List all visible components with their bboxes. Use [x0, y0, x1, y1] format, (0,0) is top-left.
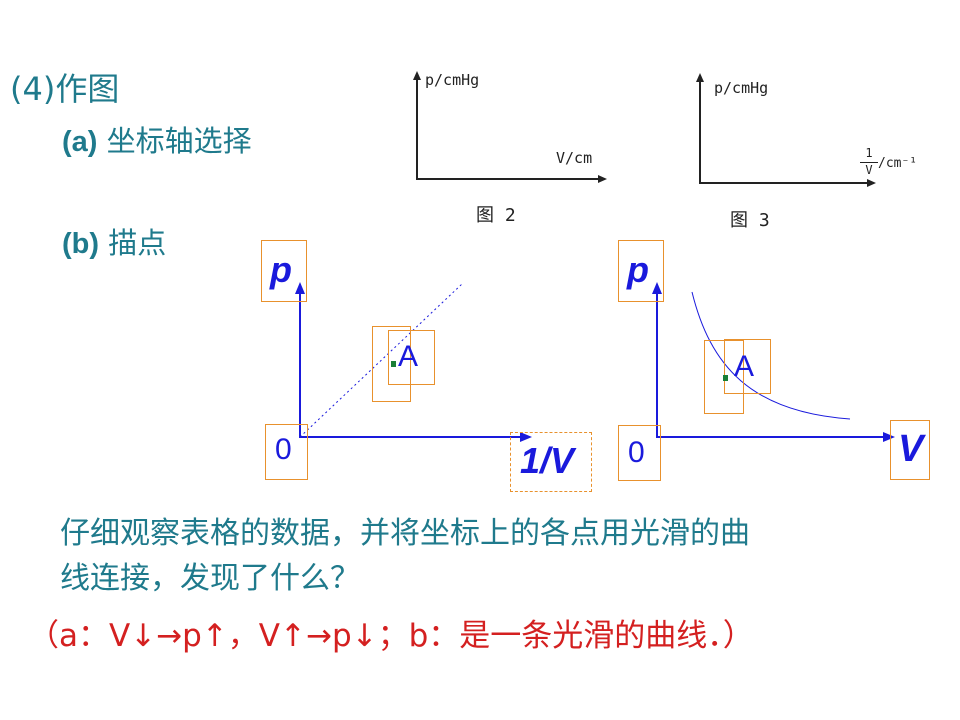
step-b-tag: (b): [62, 228, 100, 260]
right-origin-label: 0: [628, 436, 645, 469]
figure-3-xlabel-num: 1: [865, 146, 873, 160]
step-a: (a) 坐标轴选择: [62, 118, 252, 160]
plot-left-axes: [295, 282, 532, 442]
section-heading: (4)作图: [10, 70, 120, 108]
left-y-label-frame: [261, 240, 307, 302]
left-x-label-frame: [510, 432, 592, 492]
right-point-frame-inner: [724, 339, 771, 394]
right-x-label-frame: [890, 420, 930, 480]
figure-2-ylabel: p/cmHg: [425, 71, 480, 89]
left-point-frame-outer: [372, 326, 411, 402]
answer-text: （a：V↓→p↑，V↑→p↓；b：是一条光滑的曲线．）: [28, 618, 754, 654]
figure-3-xlabel-den: V: [865, 163, 873, 177]
left-origin-frame: [265, 424, 308, 480]
left-y-axis-label: p: [270, 249, 292, 290]
right-point-label: A: [734, 350, 755, 383]
question-line-1: 仔细观察表格的数据，并将坐标上的各点用光滑的曲: [60, 516, 750, 551]
step-b: (b) 描点: [62, 220, 166, 262]
left-data-point-a: [391, 361, 396, 367]
left-point-label: A: [398, 340, 419, 373]
left-origin-label: 0: [275, 433, 292, 466]
figure-3-fraction-bar: [860, 162, 878, 163]
left-point-frame-inner: [388, 330, 435, 385]
right-y-axis-label: p: [627, 249, 649, 290]
step-a-text: 坐标轴选择: [97, 124, 252, 158]
left-x-axis-label: 1/V: [520, 440, 575, 481]
figure-3-xlabel-unit: /cm⁻¹: [878, 156, 918, 171]
figure-3-ylabel: p/cmHg: [714, 79, 769, 97]
right-x-axis-label: V: [898, 428, 924, 470]
right-origin-frame: [618, 425, 661, 481]
figure-2-axes: [413, 71, 607, 183]
figure-3-caption: 图 3: [730, 210, 770, 231]
figure-2-caption: 图 2: [476, 205, 516, 226]
figure-3-axes: [696, 73, 876, 187]
right-y-label-frame: [618, 240, 664, 302]
right-data-point-a: [723, 375, 728, 381]
step-b-text: 描点: [99, 226, 167, 260]
step-a-tag: (a): [62, 126, 98, 158]
figure-2-xlabel: V/cm: [556, 149, 593, 167]
plot-right-axes: [652, 282, 895, 442]
question-line-2: 线连接，发现了什么？: [60, 561, 360, 596]
